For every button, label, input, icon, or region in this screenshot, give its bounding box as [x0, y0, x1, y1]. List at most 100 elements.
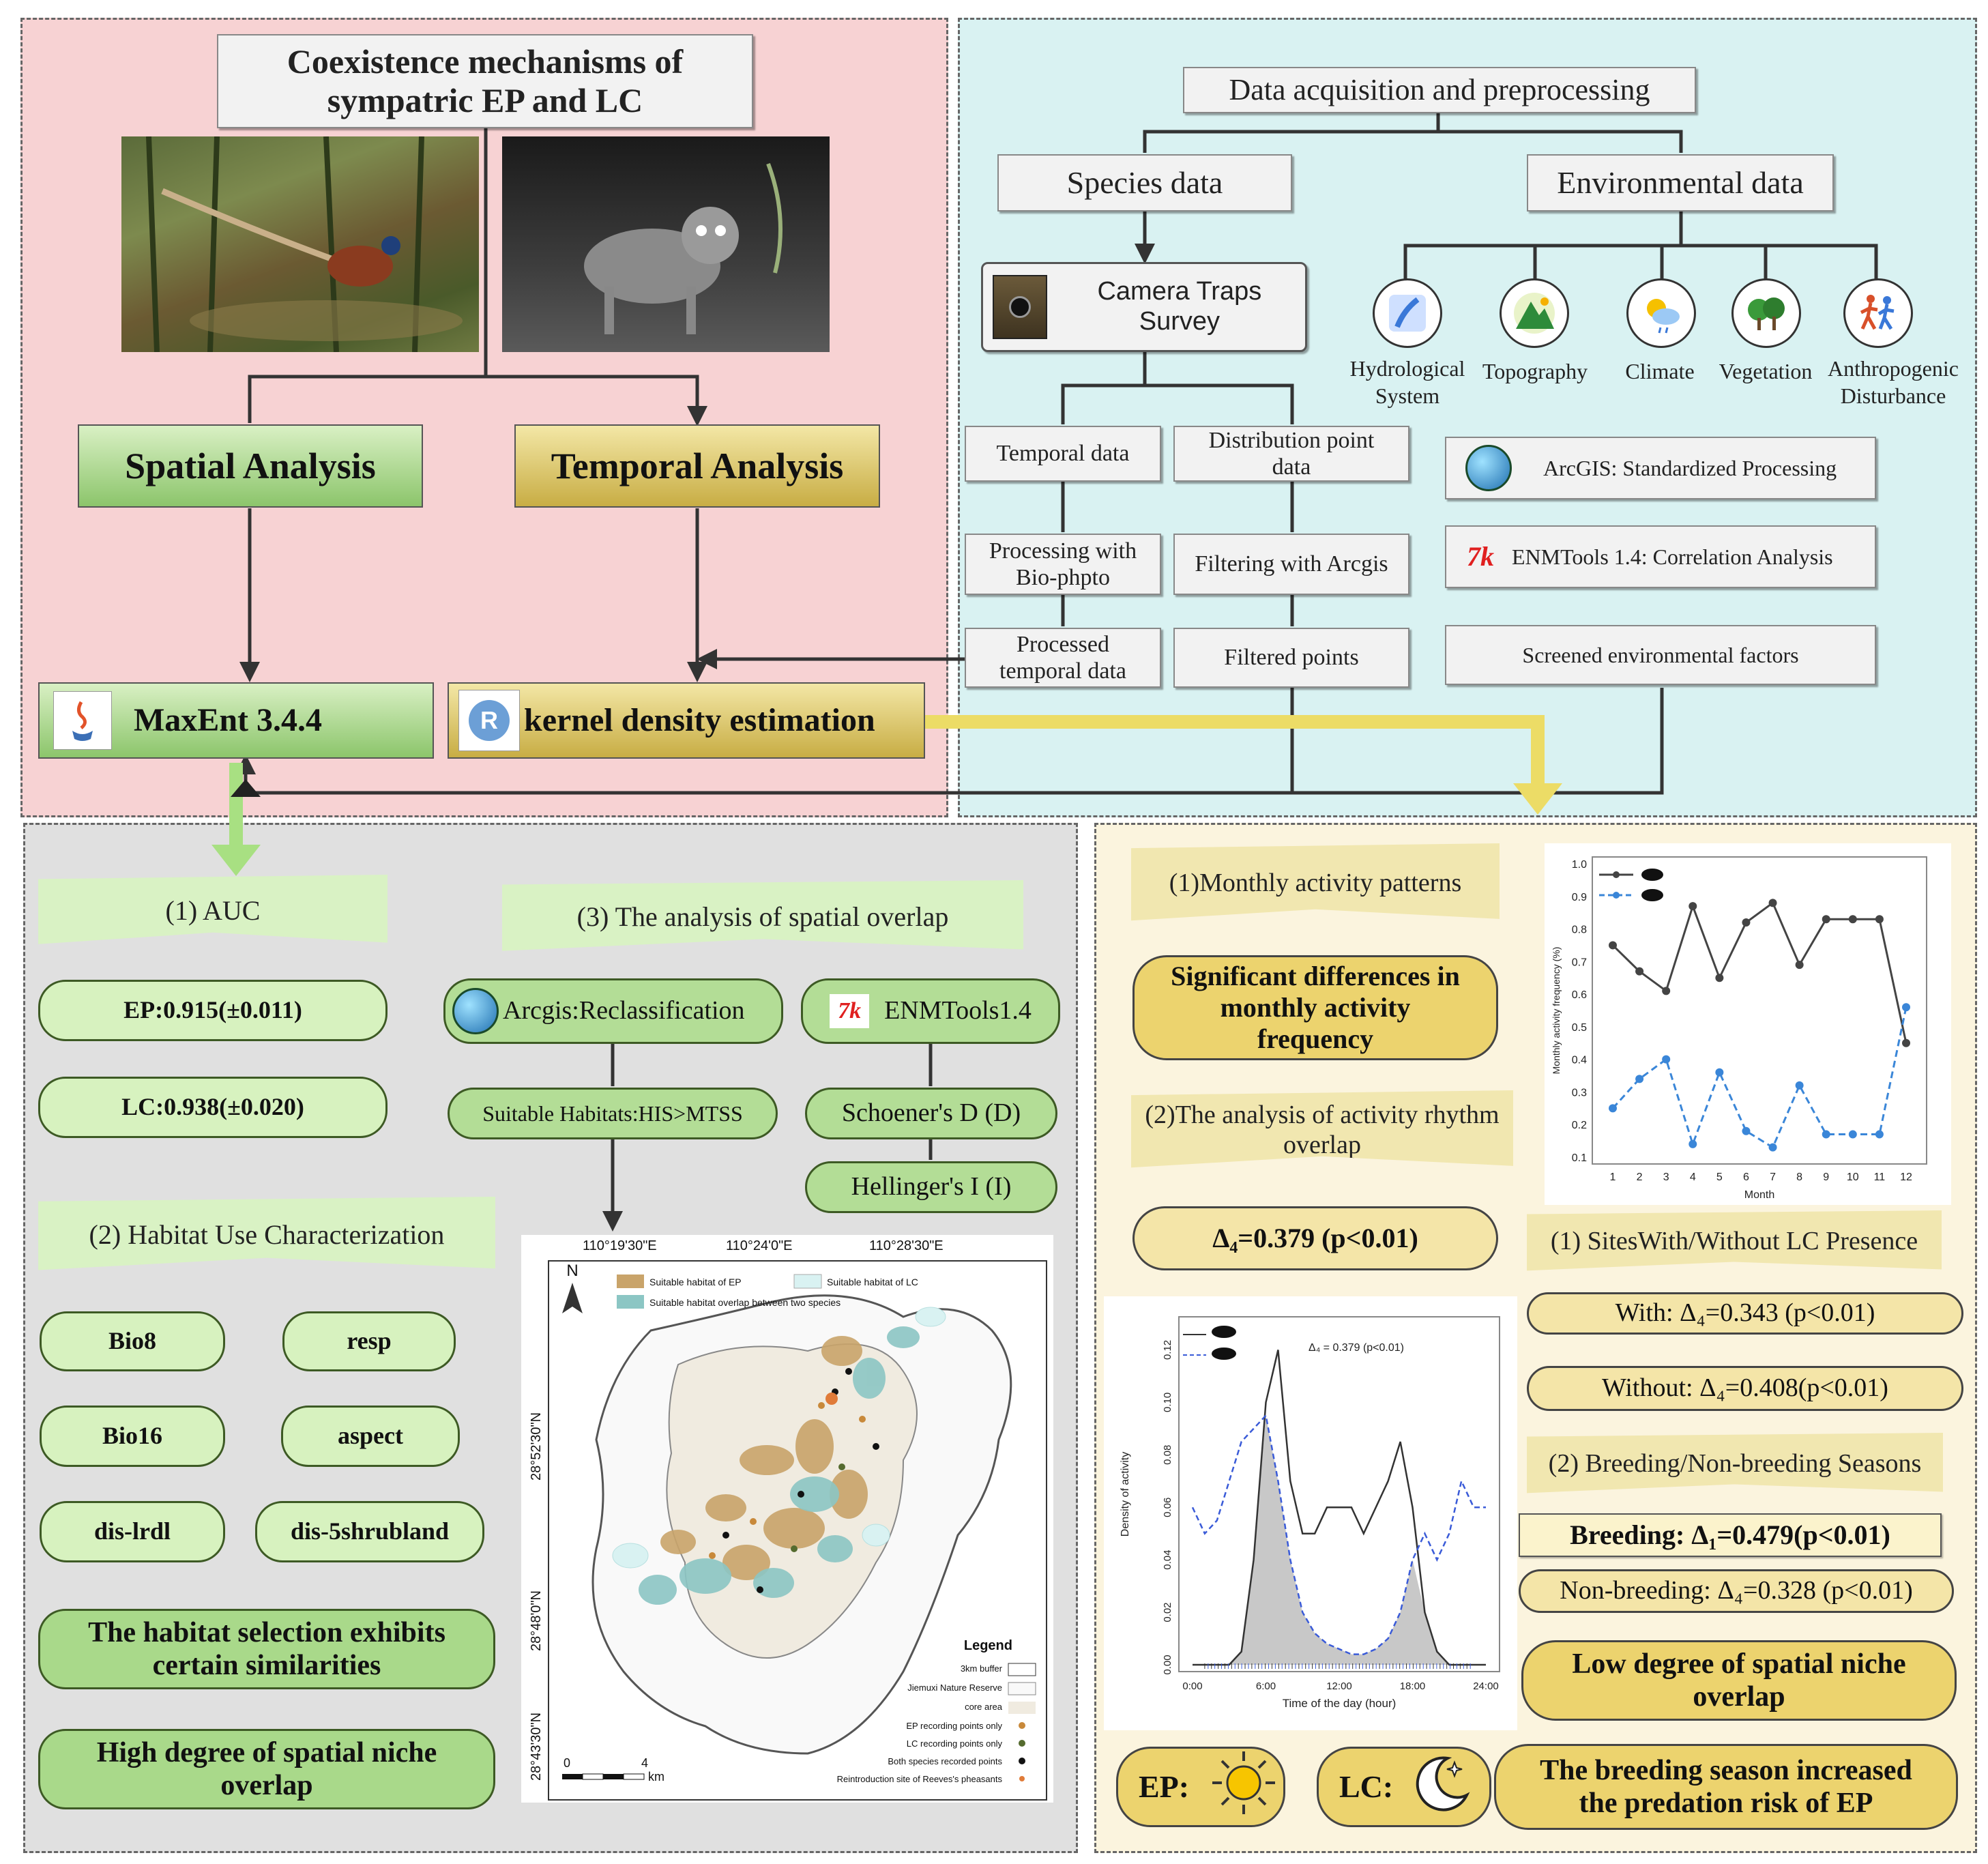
density-ytick: 0.12	[1162, 1340, 1173, 1360]
density-ytick: 0.10	[1162, 1393, 1173, 1412]
monthly-ytick: 0.9	[1572, 892, 1587, 903]
kde-label: kernel density estimation	[524, 702, 875, 739]
arcgis-globe-icon	[1465, 445, 1512, 491]
density-series-line-1	[1191, 1413, 1486, 1655]
arcgis-reclass-label: Arcgis:Reclassification	[503, 996, 745, 1025]
monthly-xtick: 12	[1900, 1171, 1912, 1183]
density-cat-icon	[1212, 1348, 1236, 1360]
pheasant-photo	[121, 136, 479, 352]
map-legend-core: core area	[965, 1702, 1003, 1712]
forest-icon	[1731, 278, 1801, 348]
monthly-point-0	[1742, 918, 1751, 927]
var-aspect: aspect	[281, 1406, 460, 1467]
monthly-point-1	[1848, 1130, 1857, 1139]
arcgis-std-box: ArcGIS: Standardized Processing	[1445, 437, 1876, 499]
maxent-label: MaxEnt 3.4.4	[134, 702, 322, 739]
env-label-hydro-text: Hydrological System	[1349, 356, 1465, 408]
density-ytick: 0.00	[1162, 1655, 1173, 1674]
monthly-point-1	[1715, 1068, 1724, 1077]
monthly-xtick: 11	[1874, 1171, 1886, 1183]
schoener-pill: Schoener's D (D)	[805, 1088, 1057, 1139]
monthly-point-0	[1662, 987, 1671, 995]
arcgis-reclass-icon	[452, 988, 499, 1034]
env-label-topo-text: Topography	[1482, 359, 1588, 383]
monthly-point-1	[1902, 1003, 1910, 1012]
hellinger-pill: Hellinger's I (I)	[805, 1161, 1057, 1213]
breeding-box: Breeding: Δ₁=0.479(p<0.01)	[1519, 1513, 1942, 1557]
r-icon: R	[458, 690, 520, 751]
monthly-xlabel: Month	[1744, 1189, 1774, 1201]
monthly-point-0	[1715, 974, 1724, 982]
monthly-legend-dot-0	[1613, 871, 1620, 878]
cat-silhouette-icon	[1641, 889, 1663, 901]
monthly-xtick: 5	[1716, 1171, 1723, 1183]
monthly-banner: (1)Monthly activity patterns	[1131, 843, 1500, 921]
monthly-ytick: 0.7	[1572, 957, 1587, 968]
monthly-point-0	[1848, 915, 1857, 924]
lc-nocturnal: LC:	[1317, 1747, 1491, 1827]
data-acq-box: Data acquisition and preprocessing	[1183, 67, 1696, 113]
predation-risk: The breeding season increased the predat…	[1494, 1744, 1958, 1830]
env-label-hydro: Hydrological System	[1336, 355, 1479, 409]
density-plot-frame	[1178, 1316, 1500, 1672]
rhythm-result: Δ₄=0.379 (p<0.01)	[1132, 1206, 1498, 1270]
sites-banner: (1) SitesWith/Without LC Presence	[1527, 1210, 1942, 1271]
filtered-points-box: Filtered points	[1173, 628, 1409, 688]
var-bio16: Bio16	[40, 1406, 225, 1467]
sites-with: With: Δ₄=0.343 (p<0.01)	[1527, 1292, 1963, 1335]
habitat-banner: (2) Habitat Use Characterization	[38, 1197, 495, 1270]
monthly-xtick: 4	[1690, 1171, 1696, 1183]
habitat-similarity: The habitat selection exhibits certain s…	[38, 1609, 495, 1689]
monthly-point-0	[1635, 967, 1644, 976]
density-pheasant-icon	[1212, 1326, 1236, 1338]
north-label: N	[566, 1262, 578, 1280]
species-data-box: Species data	[997, 154, 1292, 212]
temporal-analysis-box: Temporal Analysis	[514, 424, 880, 508]
map-tick-top-0: 110°19'30"E	[583, 1238, 657, 1253]
monthly-xtick: 3	[1663, 1171, 1669, 1183]
ep-diurnal: EP:	[1116, 1747, 1285, 1827]
north-arrow-icon	[562, 1283, 583, 1313]
env-label-climate-text: Climate	[1625, 359, 1695, 383]
monthly-series-line-0	[1611, 901, 1907, 1044]
map-legend-title: Legend	[964, 1638, 1012, 1653]
density-ytick: 0.04	[1162, 1550, 1173, 1570]
sun-icon	[1210, 1749, 1278, 1825]
arcgis-reclass-pill: Arcgis:Reclassification	[443, 978, 783, 1044]
monthly-point-1	[1768, 1143, 1777, 1152]
water-icon	[1373, 278, 1442, 348]
weather-icon	[1626, 278, 1696, 348]
monthly-ytick: 0.6	[1572, 989, 1587, 1001]
env-label-climate: Climate	[1617, 358, 1703, 385]
camera-icon	[993, 275, 1047, 339]
map-legend-reserve: Jiemuxi Nature Reserve	[907, 1683, 1002, 1693]
monthly-point-0	[1875, 915, 1884, 924]
density-xtick: 18:00	[1400, 1680, 1426, 1692]
density-xtick: 24:00	[1473, 1680, 1499, 1692]
env-label-topo: Topography	[1474, 358, 1596, 385]
suitable-pill: Suitable Habitats:HIS>MTSS	[448, 1088, 778, 1139]
screened-box: Screened environmental factors	[1445, 625, 1876, 685]
map-tick-left-1: 28°48'0"N	[529, 1590, 544, 1651]
sites-without: Without: Δ₄=0.408(p<0.01)	[1527, 1366, 1963, 1411]
spatial-analysis-box: Spatial Analysis	[78, 424, 423, 508]
env-data-box: Environmental data	[1527, 154, 1834, 212]
monthly-point-1	[1635, 1075, 1644, 1083]
monthly-xtick: 10	[1847, 1171, 1859, 1183]
low-overlap: Low degree of spatial niche overlap	[1521, 1640, 1957, 1721]
density-ylabel: Density of activity	[1120, 1452, 1131, 1537]
title-line1: Coexistence mechanisms of	[287, 42, 684, 81]
env-label-anthro: Anthropogenic Disturbance	[1816, 355, 1970, 409]
density-xtick: 6:00	[1256, 1680, 1276, 1692]
map-tick-top-2: 110°28'30"E	[869, 1238, 944, 1253]
map-legend-reintro: Reintroduction site of Reeves's pheasant…	[837, 1774, 1003, 1784]
distribution-data-box: Distribution point data	[1173, 426, 1409, 482]
r-logo: R	[469, 700, 510, 741]
processing-box: Processing with Bio-phpto	[965, 534, 1161, 595]
scale-km: km	[648, 1770, 664, 1783]
monthly-point-1	[1662, 1055, 1671, 1064]
map-legend-ep: Suitable habitat of EP	[649, 1277, 742, 1287]
density-series-line-0	[1193, 1350, 1486, 1666]
